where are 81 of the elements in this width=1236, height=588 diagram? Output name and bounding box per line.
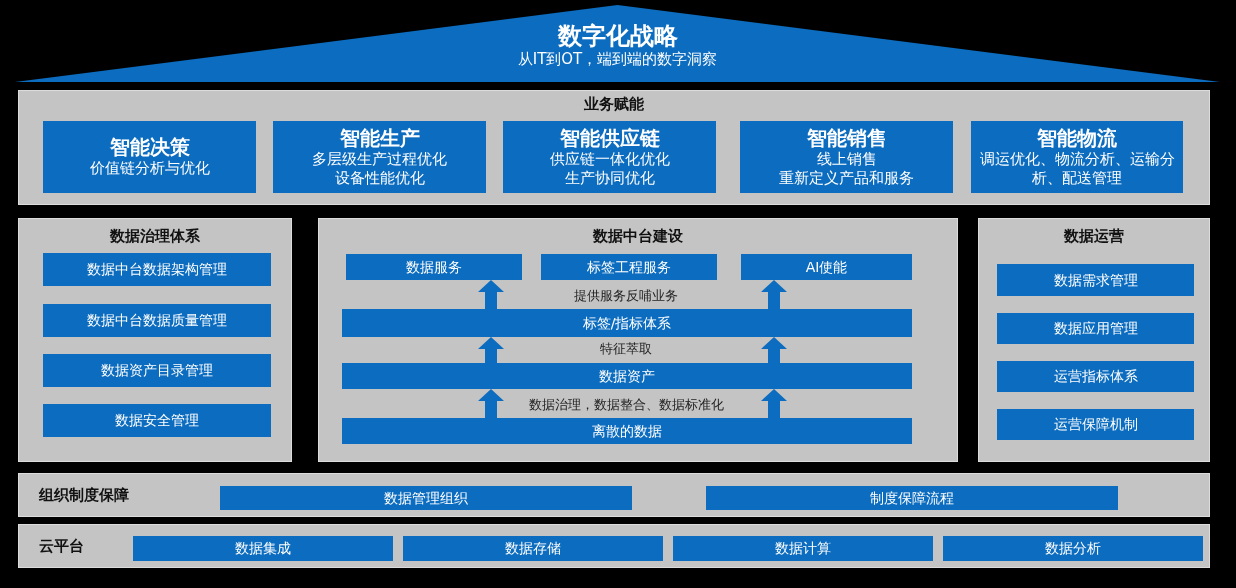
item-label: 数据集成 [235, 540, 291, 557]
section-panel [18, 218, 292, 462]
item-bar [997, 361, 1194, 392]
block-arrow [761, 337, 787, 363]
item-bar [943, 536, 1203, 561]
item-label: 数据安全管理 [115, 412, 199, 429]
section-panel [18, 90, 1210, 205]
card-text: 价值链分析与优化 [89, 159, 210, 179]
item-label: 数据存储 [505, 540, 561, 557]
item-label: 制度保障流程 [870, 489, 954, 507]
item-bar [673, 536, 933, 561]
item-label: 标签工程服务 [587, 258, 671, 276]
section-panel [978, 218, 1210, 462]
flow-note: 特征萃取 [600, 340, 652, 358]
panel-title: 业务赋能 [583, 95, 645, 114]
item-bar [133, 536, 393, 561]
block-arrow [478, 280, 504, 309]
card-text: 生产协同优化 [564, 169, 655, 189]
item-bar [741, 254, 912, 280]
panel-title: 数据治理体系 [109, 227, 201, 246]
card-title: 智能决策 [109, 135, 190, 160]
item-bar [342, 418, 912, 444]
item-label: 数据中台数据质量管理 [87, 312, 227, 329]
card-text: 供应链一体化优化 [549, 149, 670, 169]
panel-title: 数据中台建设 [592, 227, 684, 246]
item-label: 数据分析 [1045, 540, 1101, 557]
capability-card [273, 121, 486, 193]
card-title: 智能销售 [806, 125, 887, 150]
capability-card [740, 121, 953, 193]
section-panel [318, 218, 958, 462]
card-text: 调运优化、物流分析、运输分析、配送管理 [978, 149, 1176, 189]
section-panel [18, 473, 1210, 517]
capability-card [43, 121, 256, 193]
section-panel [18, 524, 1210, 568]
item-label: 数据需求管理 [1053, 271, 1138, 289]
item-bar [342, 309, 912, 337]
item-bar [43, 253, 271, 286]
item-bar [997, 264, 1194, 296]
panel-title: 组织制度保障 [39, 484, 129, 506]
card-title: 智能生产 [339, 125, 420, 150]
item-bar [403, 536, 663, 561]
item-label: 运营指标体系 [1053, 368, 1138, 385]
item-label: 标签/指标体系 [582, 314, 672, 332]
item-bar [346, 254, 522, 280]
item-bar [43, 404, 271, 437]
item-label: 数据资产 [599, 367, 655, 385]
item-bar [43, 304, 271, 337]
card-title: 智能物流 [1037, 125, 1117, 150]
item-label: 数据管理组织 [384, 489, 468, 507]
panel-title: 数据运营 [1063, 227, 1125, 246]
item-label: 运营保障机制 [1053, 416, 1138, 433]
block-arrow [478, 389, 504, 418]
item-bar [997, 313, 1194, 344]
strategy-title: 数字化战略 [557, 23, 678, 50]
item-label: 数据服务 [406, 258, 462, 276]
item-label: 数据计算 [775, 540, 831, 557]
item-bar [997, 409, 1194, 440]
item-label: AI使能 [805, 258, 848, 276]
item-bar [43, 354, 271, 387]
strategy-subtitle: 从IT到OT，端到端的数字洞察 [517, 49, 718, 71]
item-label: 离散的数据 [592, 422, 662, 440]
block-arrow [761, 389, 787, 418]
card-title: 智能供应链 [559, 125, 660, 150]
capability-card [503, 121, 716, 193]
block-arrow [478, 337, 504, 363]
card-text: 设备性能优化 [334, 169, 425, 189]
block-arrow [761, 280, 787, 309]
flow-note: 数据治理，数据整合、数据标准化 [528, 396, 724, 414]
flow-note: 提供服务反哺业务 [574, 287, 678, 305]
item-label: 数据资产目录管理 [101, 362, 213, 379]
card-text: 重新定义产品和服务 [779, 169, 914, 189]
item-label: 数据应用管理 [1053, 320, 1138, 337]
item-label: 数据中台数据架构管理 [87, 261, 227, 278]
capability-card [971, 121, 1183, 193]
item-bar [342, 363, 912, 389]
card-text: 多层级生产过程优化 [312, 149, 447, 169]
card-text: 线上销售 [816, 149, 877, 169]
item-bar [541, 254, 717, 280]
item-bar [220, 486, 632, 510]
panel-title: 云平台 [39, 535, 84, 557]
item-bar [706, 486, 1118, 510]
